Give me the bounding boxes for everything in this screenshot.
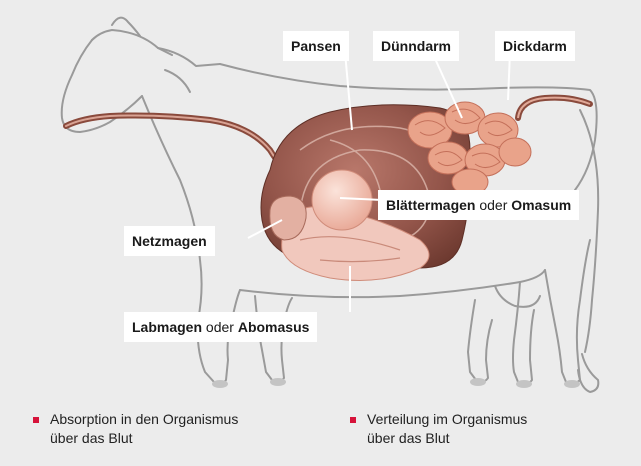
legend-item-verteilung: Verteilung im Organismus über das Blut bbox=[367, 410, 527, 448]
label-duenndarm: Dünndarm bbox=[373, 31, 459, 61]
legend-item-absorption: Absorption in den Organismus über das Bl… bbox=[50, 410, 238, 448]
legend-marker bbox=[33, 417, 39, 423]
hooves bbox=[212, 378, 580, 388]
label-pansen: Pansen bbox=[283, 31, 349, 61]
label-netzmagen: Netzmagen bbox=[124, 226, 215, 256]
legend-marker bbox=[350, 417, 356, 423]
label-blaettermagen: Blättermagen oder Omasum bbox=[378, 190, 579, 220]
label-dickdarm: Dickdarm bbox=[495, 31, 575, 61]
label-labmagen: Labmagen oder Abomasus bbox=[124, 312, 317, 342]
